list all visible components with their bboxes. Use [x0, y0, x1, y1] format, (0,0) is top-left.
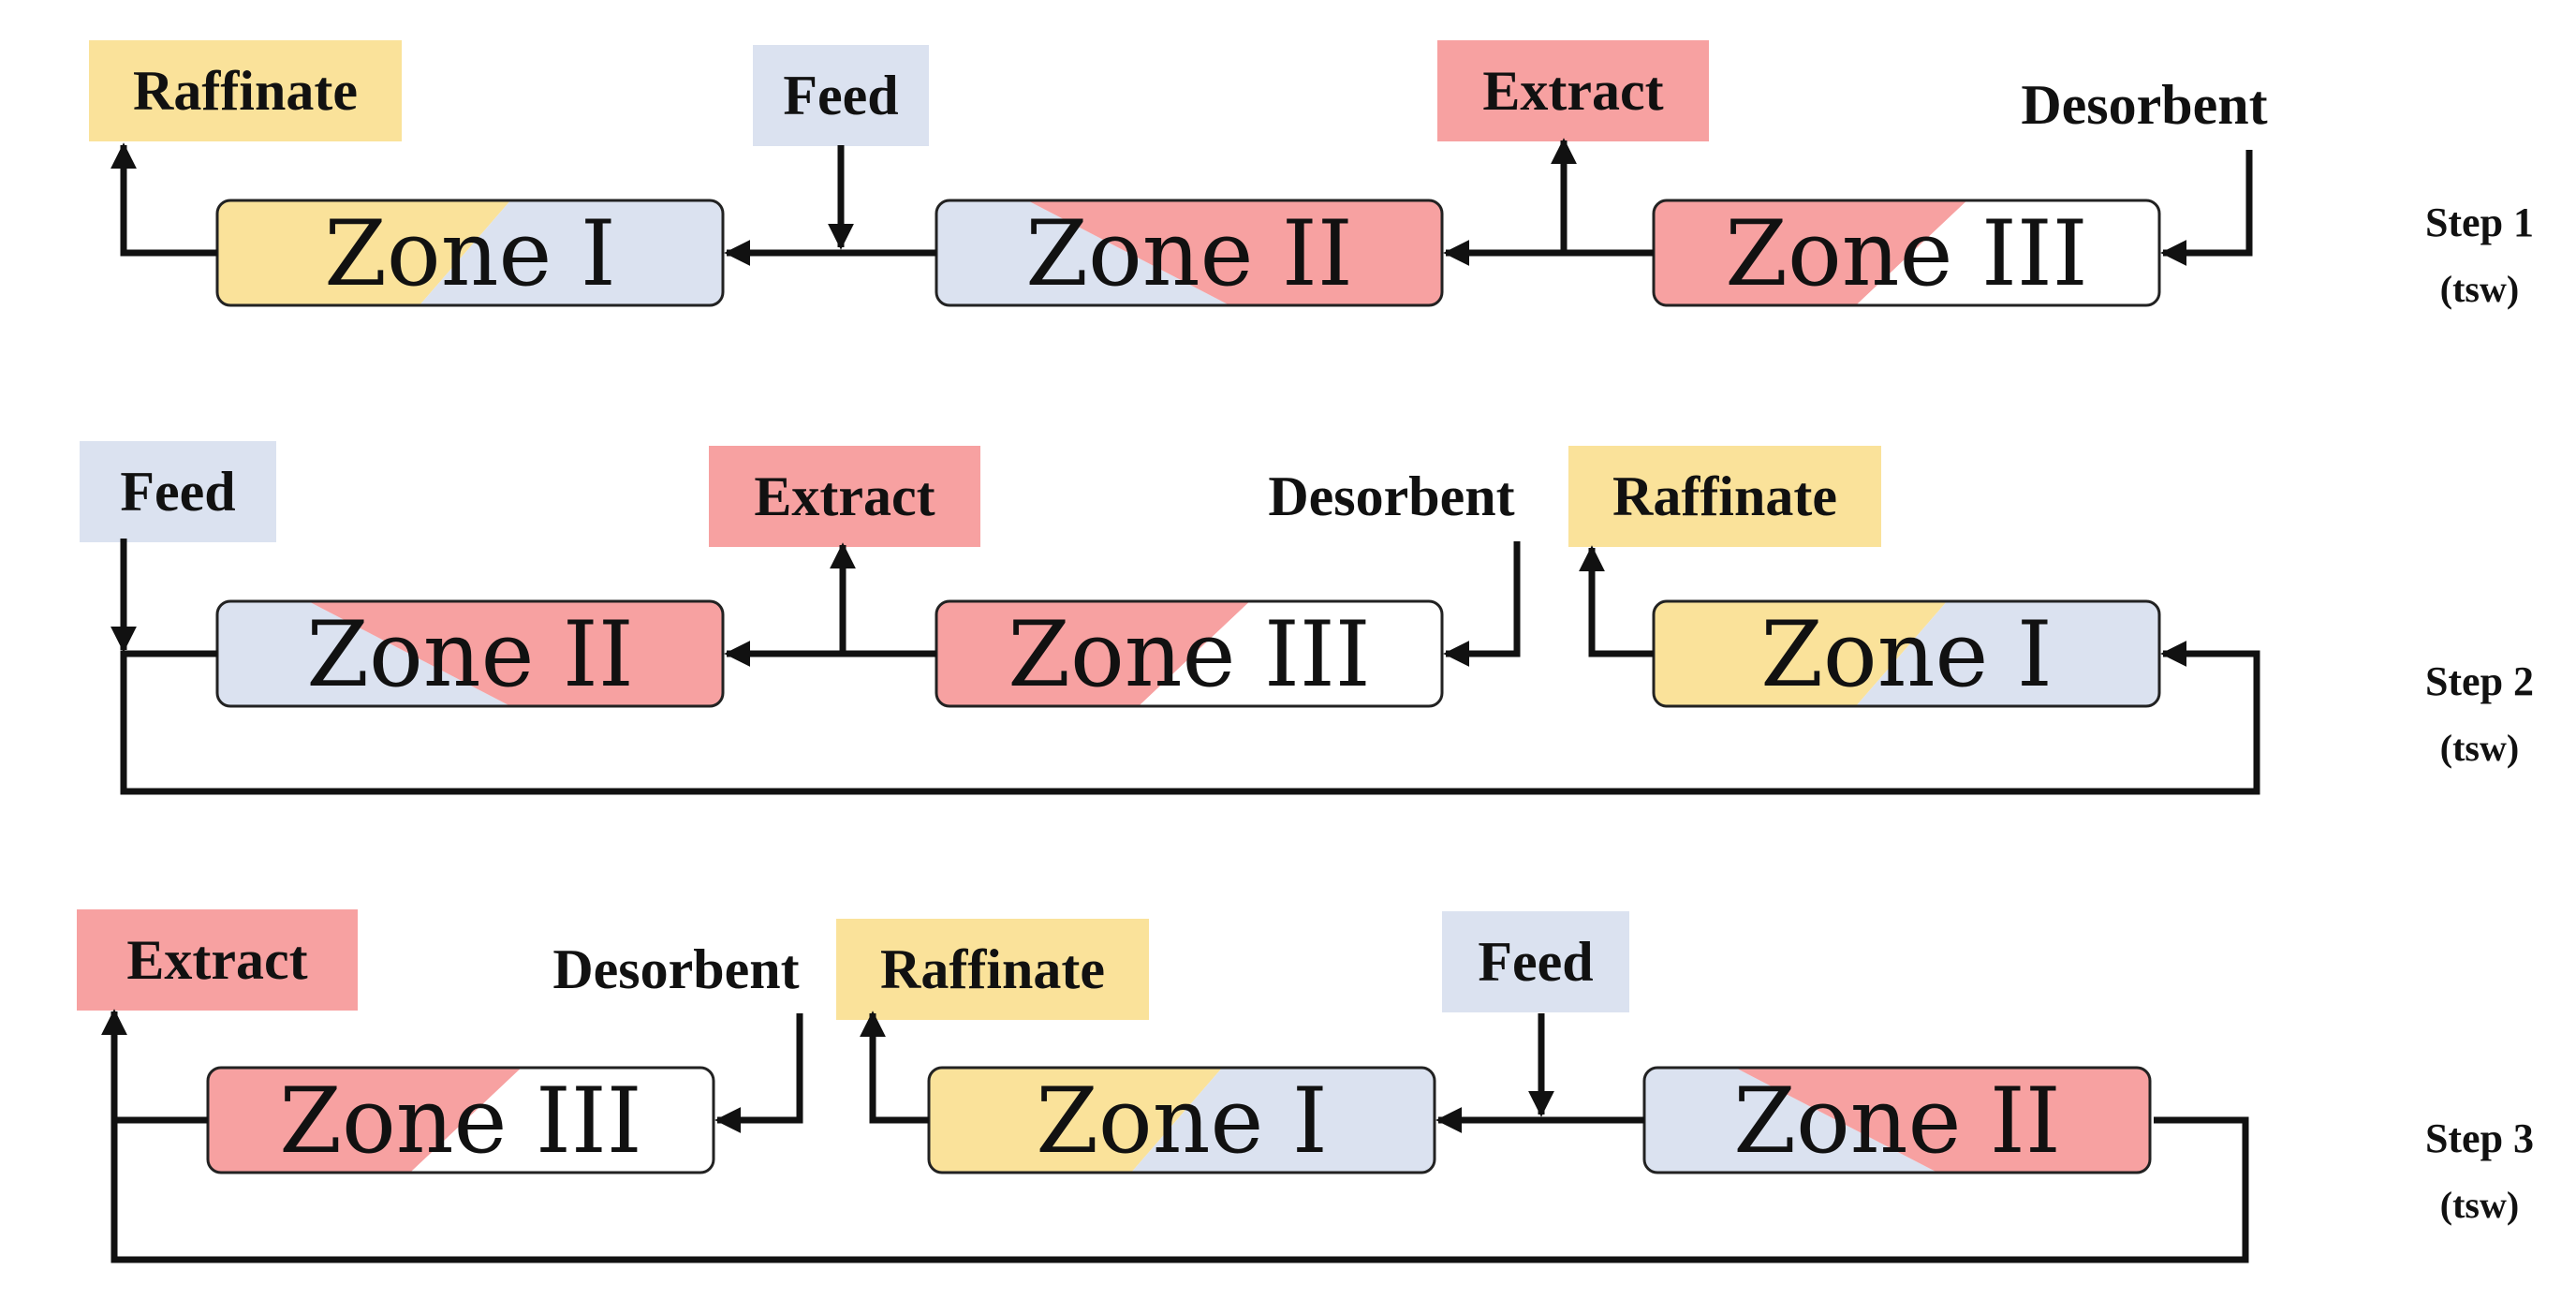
zone-fill	[217, 601, 723, 706]
zone-fill	[936, 200, 1442, 305]
zone-fill	[1654, 601, 2159, 706]
port-label-desorbent: Desorbent	[1268, 465, 1514, 527]
port-label-bg	[753, 45, 929, 146]
zone-fill	[929, 1068, 1435, 1173]
desorbent-inlet-line	[1443, 541, 1521, 667]
switch-time-label: (tsw)	[2440, 1184, 2519, 1226]
port-label-bg	[80, 441, 276, 542]
port-label-feed: Feed	[120, 461, 235, 523]
port-label-bg	[1568, 446, 1881, 547]
zone-fill	[1644, 1068, 2150, 1173]
raffinate-outlet-line	[860, 1011, 929, 1124]
zone-fill	[217, 200, 723, 305]
desorbent-inlet-line	[714, 1013, 803, 1133]
zone-fill	[1654, 200, 2159, 305]
step-label: Step 1	[2425, 199, 2534, 245]
zone-label: Zone I	[1036, 1069, 1328, 1174]
port-label-extract: Extract	[1482, 60, 1663, 122]
desorbent-inlet-line	[2160, 150, 2253, 266]
step-label: Step 3	[2425, 1115, 2534, 1161]
port-label-bg	[89, 40, 402, 141]
port-label-raffinate: Raffinate	[133, 60, 358, 122]
port-label-extract: Extract	[126, 929, 307, 991]
zone-label: Zone II	[1025, 201, 1353, 306]
switch-time-label: (tsw)	[2440, 727, 2519, 769]
raffinate-outlet-line	[1579, 545, 1654, 657]
port-label-desorbent: Desorbent	[2021, 74, 2267, 136]
zone-label: Zone I	[324, 201, 616, 306]
port-label-feed: Feed	[1478, 931, 1593, 993]
port-label-bg	[1442, 911, 1629, 1012]
port-label-raffinate: Raffinate	[1612, 465, 1837, 527]
zone-label: Zone III	[1725, 201, 2087, 306]
port-label-bg	[1437, 40, 1709, 141]
port-label-extract: Extract	[754, 465, 935, 527]
recycle-loop-line	[120, 641, 2260, 795]
step-label: Step 2	[2425, 658, 2534, 704]
port-label-bg	[836, 919, 1149, 1020]
port-label-bg	[77, 909, 358, 1011]
zone-fill	[208, 1068, 714, 1173]
port-label-raffinate: Raffinate	[880, 938, 1105, 1000]
recycle-loop-line	[110, 1116, 2249, 1263]
zone-label: Zone III	[1008, 602, 1370, 707]
switch-time-label: (tsw)	[2440, 268, 2519, 310]
raffinate-outlet-line	[110, 142, 217, 257]
port-label-desorbent: Desorbent	[552, 938, 799, 1000]
zone-label: Zone II	[1733, 1069, 2061, 1174]
zone-fill	[936, 601, 1442, 706]
port-label-feed: Feed	[783, 65, 898, 126]
zone-label: Zone III	[279, 1069, 641, 1174]
zone-label: Zone I	[1760, 602, 2053, 707]
port-label-bg	[709, 446, 980, 547]
zone-label: Zone II	[306, 602, 634, 707]
